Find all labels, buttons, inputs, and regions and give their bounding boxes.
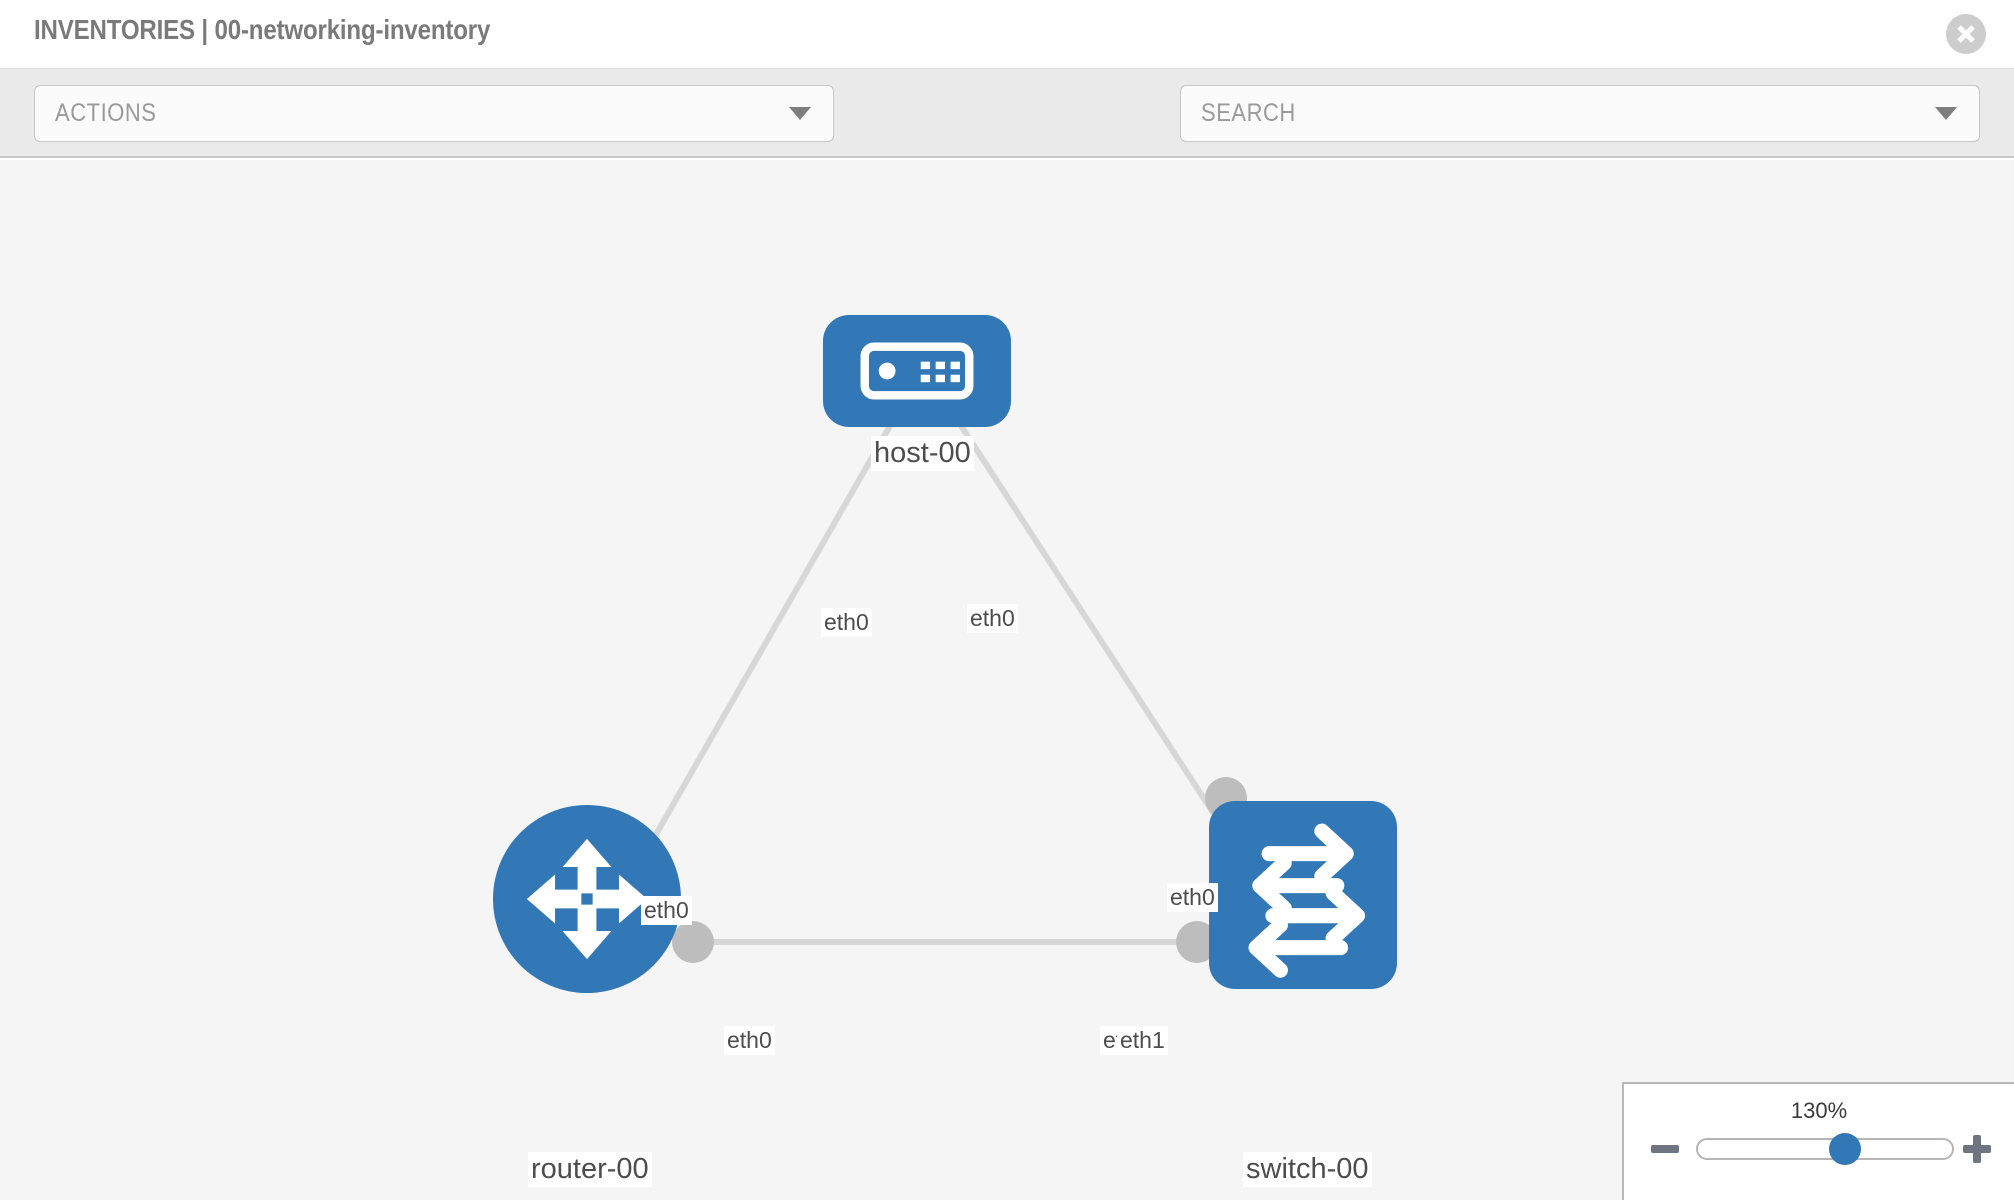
server-icon	[860, 342, 974, 400]
zoom-out-button[interactable]	[1648, 1132, 1682, 1166]
search-placeholder: SEARCH	[1201, 99, 1296, 127]
zoom-slider-thumb[interactable]	[1829, 1133, 1862, 1165]
search-input[interactable]: SEARCH	[1180, 85, 1980, 142]
zoom-level-value: 130%	[1790, 1098, 1848, 1123]
node-label-host-00: host-00	[871, 436, 974, 471]
node-host-00[interactable]	[823, 315, 1011, 427]
port-label-host-left: eth0	[821, 608, 872, 637]
port-label-router-right: eth0	[724, 1026, 775, 1055]
port-label-router-up: eth0	[641, 896, 692, 925]
node-label-switch-00: switch-00	[1243, 1152, 1372, 1187]
close-icon[interactable]	[1946, 14, 1986, 54]
port-label-host-right: eth0	[967, 604, 1018, 633]
actions-dropdown[interactable]: ACTIONS	[34, 85, 834, 142]
chevron-down-icon	[1935, 107, 1957, 120]
zoom-slider-track[interactable]	[1696, 1133, 1954, 1165]
zoom-control-panel: 130%	[1622, 1082, 2014, 1200]
node-switch-00[interactable]	[1209, 801, 1397, 989]
node-label-router-00: router-00	[528, 1152, 652, 1187]
page-title: INVENTORIES | 00-networking-inventory	[34, 14, 491, 45]
topology-canvas[interactable]: host-00 router-00 switch-00 eth0 eth0 et…	[0, 160, 2014, 1200]
port-router-right[interactable]	[672, 921, 714, 963]
zoom-in-button[interactable]	[1960, 1132, 1994, 1166]
chevron-down-icon	[789, 107, 811, 120]
router-arrows-icon	[526, 838, 648, 960]
switch-arrows-icon	[1248, 823, 1366, 978]
port-label-switch-up: eth0	[1167, 883, 1218, 912]
toolbar: ACTIONS SEARCH	[0, 68, 2014, 196]
port-label-switch-left: eth1	[1117, 1026, 1168, 1055]
actions-dropdown-label: ACTIONS	[55, 99, 157, 127]
page-header: INVENTORIES | 00-networking-inventory	[0, 0, 2014, 68]
